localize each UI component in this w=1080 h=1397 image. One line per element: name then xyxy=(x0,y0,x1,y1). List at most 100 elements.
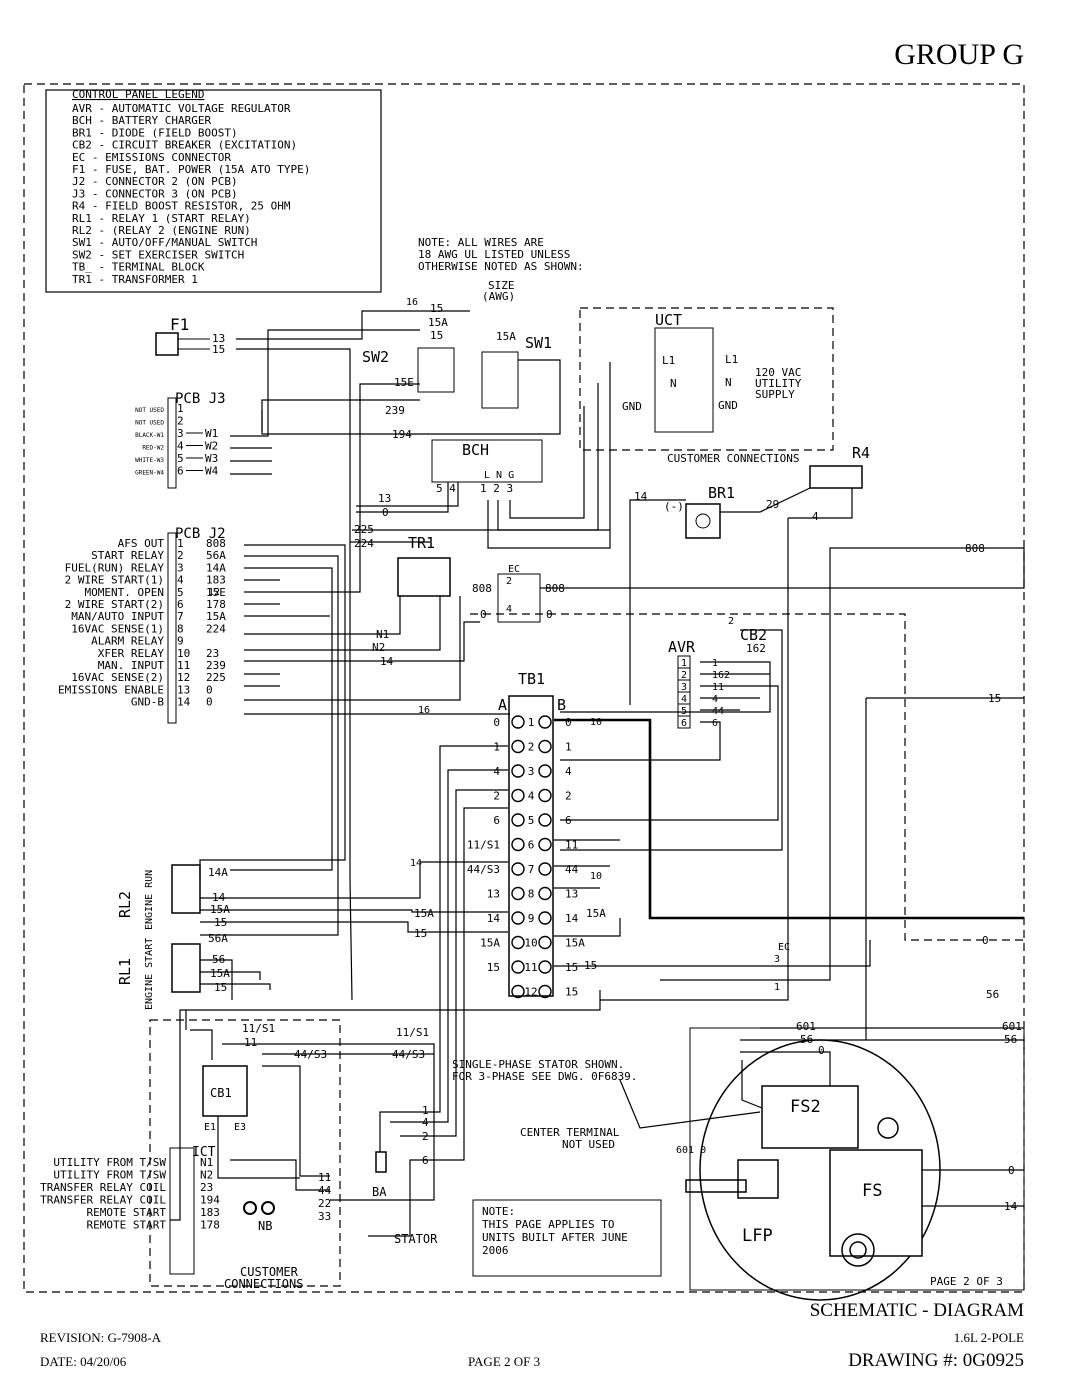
tb1-label: TB1 xyxy=(518,670,545,688)
tb1-screw xyxy=(511,813,525,827)
br1-diode: BR1 xyxy=(685,484,735,539)
br1-label: BR1 xyxy=(708,484,735,502)
wire-4-label: 4 xyxy=(812,510,819,523)
tb1-screw xyxy=(511,886,525,901)
j2-pin-label: MAN/AUTO INPUT xyxy=(71,610,164,623)
sw-wire-15: 15 xyxy=(430,302,443,315)
legend-item: BCH - BATTERY CHARGER xyxy=(72,114,211,127)
sw-wire-15b: 15 xyxy=(430,329,443,342)
tb1-terminal-number: 10 xyxy=(524,937,537,950)
rl1-label: RL1 xyxy=(116,958,134,985)
pcb-j3-label: PCB J3 xyxy=(175,391,226,407)
j2-pin-number: 2 xyxy=(177,549,184,562)
tb-gauge-10: 10 xyxy=(590,717,602,728)
customer-connections-label: CUSTOMER CONNECTIONS xyxy=(667,452,799,465)
wire-194-label: 194 xyxy=(392,428,412,441)
j2-pin-wire: 15A xyxy=(206,610,226,623)
tb1-screw xyxy=(511,837,525,852)
tb1-terminal-number: 8 xyxy=(528,888,535,901)
sw1-switch: SW1 xyxy=(481,334,552,409)
wire-14-label: 14 xyxy=(380,655,394,668)
j2-pin-wire: 0 xyxy=(206,683,213,696)
legend-item: F1 - FUSE, BAT. POWER (15A ATO TYPE) xyxy=(72,163,310,176)
j2-pin-number: 8 xyxy=(177,622,184,635)
awg-label: (AWG) xyxy=(482,290,515,303)
j3-pin-tag: GREEN-W4 xyxy=(135,470,164,477)
wire-11s1-label: 11/S1 xyxy=(242,1022,275,1035)
sw1-label: SW1 xyxy=(525,334,552,352)
sw1-wire-15a: 15A xyxy=(496,330,516,343)
fs2-label: FS2 xyxy=(790,1097,821,1117)
j3-pin-tag: NOT USED xyxy=(135,407,164,414)
legend-item: RL1 - RELAY 1 (START RELAY) xyxy=(72,212,251,225)
j2-pin-label: 16VAC SENSE(2) xyxy=(71,671,164,684)
diagram-title: SCHEMATIC - DIAGRAM xyxy=(809,1300,1024,1321)
ba-wire-11: 11 xyxy=(318,1171,331,1184)
uct-pin-n: N xyxy=(725,376,732,389)
wire-0-label: 0 xyxy=(382,506,389,519)
tb1-right-wire: 13 xyxy=(565,888,578,901)
uct-wire-gnd: GND xyxy=(622,400,642,413)
cb1-label: CB1 xyxy=(210,1086,232,1100)
tb1-right-wire: 44 xyxy=(565,863,579,876)
tb1-right-wire: 1 xyxy=(565,741,572,754)
ict-row-label: REMOTE START xyxy=(87,1219,167,1232)
tb1-left-wire: 11/S1 xyxy=(467,839,500,852)
j2-pin-label: 16VAC SENSE(1) xyxy=(71,622,164,635)
wire-601-far: 601 xyxy=(1002,1020,1022,1033)
uct-supply-1: 120 VAC xyxy=(755,366,801,379)
revision: REVISION: G-7908-A xyxy=(40,1330,161,1345)
wire-808-left: 808 xyxy=(472,582,492,595)
wire-note-3: OTHERWISE NOTED AS SHOWN: xyxy=(418,260,584,273)
j2-pin-wire: 183 xyxy=(206,574,226,587)
legend-item: J3 - CONNECTOR 3 (ON PCB) xyxy=(72,187,238,200)
tb1-screw xyxy=(538,788,552,803)
tb1-right-wire: 11 xyxy=(565,839,578,852)
j2-pin-number: 6 xyxy=(177,598,184,611)
avr-pin-wire: 11 xyxy=(712,682,724,693)
tb1-left-wire: 1 xyxy=(493,741,500,754)
avr-pin-wire: 6 xyxy=(712,718,718,729)
rl2-relay: RL2 ENGINE RUN xyxy=(116,864,201,930)
j2-pin-wire: 23 xyxy=(206,647,219,660)
legend-item: CB2 - CIRCUIT BREAKER (EXCITATION) xyxy=(72,139,297,152)
avr-pin-wire: 4 xyxy=(712,694,718,705)
tb1-left-wire: 15A xyxy=(480,937,500,950)
wire-note-1: NOTE: ALL WIRES ARE xyxy=(418,236,544,249)
tb1-terminal-number: 7 xyxy=(528,863,535,876)
tb1-terminal-number: 6 xyxy=(528,839,535,852)
tb1-terminal-number: 5 xyxy=(528,814,535,827)
customer-bottom-1: CUSTOMER xyxy=(240,1265,299,1279)
tb1-screw xyxy=(511,739,525,754)
sw-gauge-16: 16 xyxy=(406,297,418,308)
tr1-label: TR1 xyxy=(408,534,435,552)
page-inner-label: PAGE 2 OF 3 xyxy=(930,1275,1003,1288)
tb1-terminal-number: 3 xyxy=(528,765,535,778)
j2-pin-number: 4 xyxy=(177,574,184,587)
tb1-left-wire: 44/S3 xyxy=(467,863,500,876)
ict-row-label: TRANSFER RELAY COIL xyxy=(40,1194,166,1207)
ict-row-wire: 178 xyxy=(200,1219,220,1232)
customer-bottom-2: CONNECTIONS xyxy=(224,1277,303,1291)
avr-pin-number: 1 xyxy=(681,658,687,669)
wire-13-label: 13 xyxy=(378,492,391,505)
stator-label: STATOR xyxy=(394,1232,438,1246)
ict-row-wire: N2 xyxy=(200,1169,213,1182)
j2-pin-label: MAN. INPUT xyxy=(98,659,165,672)
avr-pin-number: 2 xyxy=(681,670,687,681)
j2-pin-number: 14 xyxy=(177,696,191,709)
tb1-screw xyxy=(511,715,525,729)
ba-connector: BA xyxy=(372,1151,387,1199)
stator-note-2: FOR 3-PHASE SEE DWG. 0F6839. xyxy=(452,1070,637,1083)
legend-item: J2 - CONNECTOR 2 (ON PCB) xyxy=(72,175,238,188)
wire-11s1-right: 11/S1 xyxy=(396,1026,429,1039)
ba-label: BA xyxy=(372,1185,387,1199)
j3-pin-number: 1 xyxy=(177,402,184,415)
wire-14-fs-right: 14 xyxy=(1004,1200,1018,1213)
j2-pin-number: 7 xyxy=(177,610,184,623)
tb1-right-wire: 0 xyxy=(565,716,572,729)
j3-pin-wire: W2 xyxy=(205,440,218,453)
tb1-screw xyxy=(538,935,552,950)
wire-n2-label: N2 xyxy=(372,641,385,654)
ba-wire-22: 22 xyxy=(318,1197,331,1210)
